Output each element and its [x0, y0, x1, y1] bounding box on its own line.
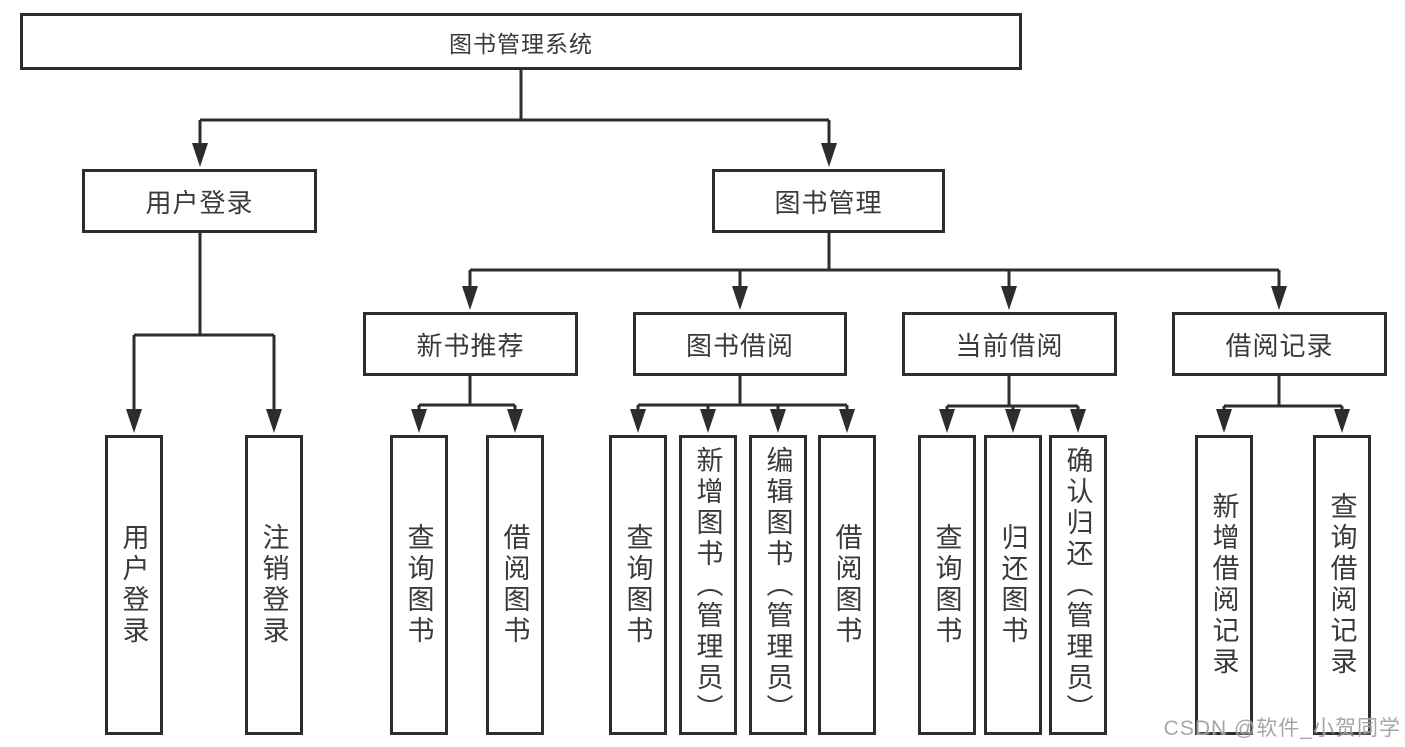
leaf-query-borrow-record-label: 查询借阅记录: [1326, 492, 1357, 678]
leaf-edit-books-admin-label: 编辑图书（管理员）: [762, 445, 793, 725]
leaf-logout-label: 注销登录: [258, 523, 289, 647]
node-new-book-recommend-label: 新书推荐: [416, 330, 525, 361]
node-user-login-label: 用户登录: [145, 187, 254, 218]
node-user-login: 用户登录: [82, 169, 317, 233]
leaf-query-books-recommend: 查询图书: [390, 435, 448, 735]
leaf-user-login: 用户登录: [105, 435, 163, 735]
node-book-borrowing-label: 图书借阅: [685, 330, 794, 361]
leaf-query-books-borrowing-label: 查询图书: [622, 523, 653, 647]
leaf-edit-books-admin: 编辑图书（管理员）: [749, 435, 807, 735]
leaf-return-books: 归还图书: [984, 435, 1042, 735]
node-book-borrowing: 图书借阅: [633, 312, 847, 376]
leaf-return-books-label: 归还图书: [997, 523, 1028, 647]
node-book-management-label: 图书管理: [774, 187, 883, 218]
leaf-add-books-admin-label: 新增图书（管理员）: [692, 445, 723, 725]
leaf-logout: 注销登录: [245, 435, 303, 735]
leaf-borrow-books-recommend-label: 借阅图书: [499, 523, 530, 647]
leaf-query-borrow-record: 查询借阅记录: [1313, 435, 1371, 735]
leaf-add-books-admin: 新增图书（管理员）: [679, 435, 737, 735]
leaf-borrow-books-recommend: 借阅图书: [486, 435, 544, 735]
node-new-book-recommend: 新书推荐: [363, 312, 578, 376]
node-book-management: 图书管理: [712, 169, 945, 233]
leaf-add-borrow-record-label: 新增借阅记录: [1208, 492, 1239, 678]
leaf-query-books-borrowing: 查询图书: [609, 435, 667, 735]
node-current-borrowing: 当前借阅: [902, 312, 1117, 376]
leaf-query-books-recommend-label: 查询图书: [403, 523, 434, 647]
leaf-query-books-current: 查询图书: [918, 435, 976, 735]
leaf-add-borrow-record: 新增借阅记录: [1195, 435, 1253, 735]
arrowheads: [126, 143, 1350, 433]
leaf-confirm-return-admin-label: 确认归还（管理员）: [1062, 445, 1093, 725]
node-borrowing-records-label: 借阅记录: [1225, 330, 1334, 361]
leaf-confirm-return-admin: 确认归还（管理员）: [1049, 435, 1107, 735]
node-borrowing-records: 借阅记录: [1172, 312, 1387, 376]
leaf-user-login-label: 用户登录: [118, 523, 149, 647]
leaf-borrow-books-borrowing: 借阅图书: [818, 435, 876, 735]
node-current-borrowing-label: 当前借阅: [955, 330, 1064, 361]
node-library-system-label: 图书管理系统: [449, 30, 593, 57]
node-library-system: 图书管理系统: [20, 13, 1022, 70]
watermark: CSDN @软件_小贺同学: [1163, 717, 1401, 740]
leaf-borrow-books-borrowing-label: 借阅图书: [831, 523, 862, 647]
leaf-query-books-current-label: 查询图书: [931, 523, 962, 647]
